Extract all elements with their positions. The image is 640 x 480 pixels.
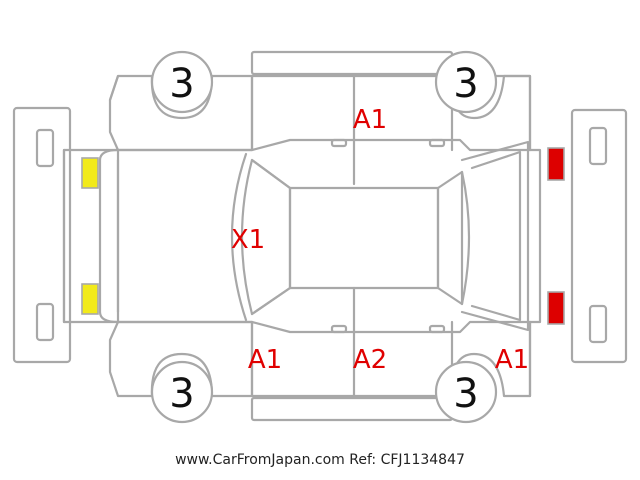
headlight-top [81,157,99,189]
wheel-front-right [150,360,214,424]
damage-mark-bottom-rear-door: A2 [353,345,387,375]
wheel-rear-left-number: 3 [453,61,478,107]
reference-footer: www.CarFromJapan.com Ref: CFJ1134847 [175,452,465,468]
rear-hatch-outline [460,140,530,332]
roof-outline [288,186,440,290]
damage-mark-roof: X1 [231,225,265,255]
taillight-top [547,147,565,181]
wheel-rear-right-number: 3 [453,371,478,417]
wheel-front-left-number: 3 [169,61,194,107]
rear-window-outline [436,170,464,306]
damage-mark-top-rear-door: A1 [353,105,387,135]
top-front-fender [108,74,254,152]
wheel-rear-left [434,50,498,114]
taillight-bottom [547,291,565,325]
rear-view [570,108,628,364]
damage-mark-bottom-rear-quarter: A1 [495,345,529,375]
wheel-front-left [150,50,214,114]
headlight-bottom [81,283,99,315]
bottom-front-fender [108,320,254,398]
wheel-rear-right [434,360,498,424]
damage-mark-bottom-front-fender: A1 [248,345,282,375]
front-view [12,106,72,364]
wheel-front-right-number: 3 [169,371,194,417]
